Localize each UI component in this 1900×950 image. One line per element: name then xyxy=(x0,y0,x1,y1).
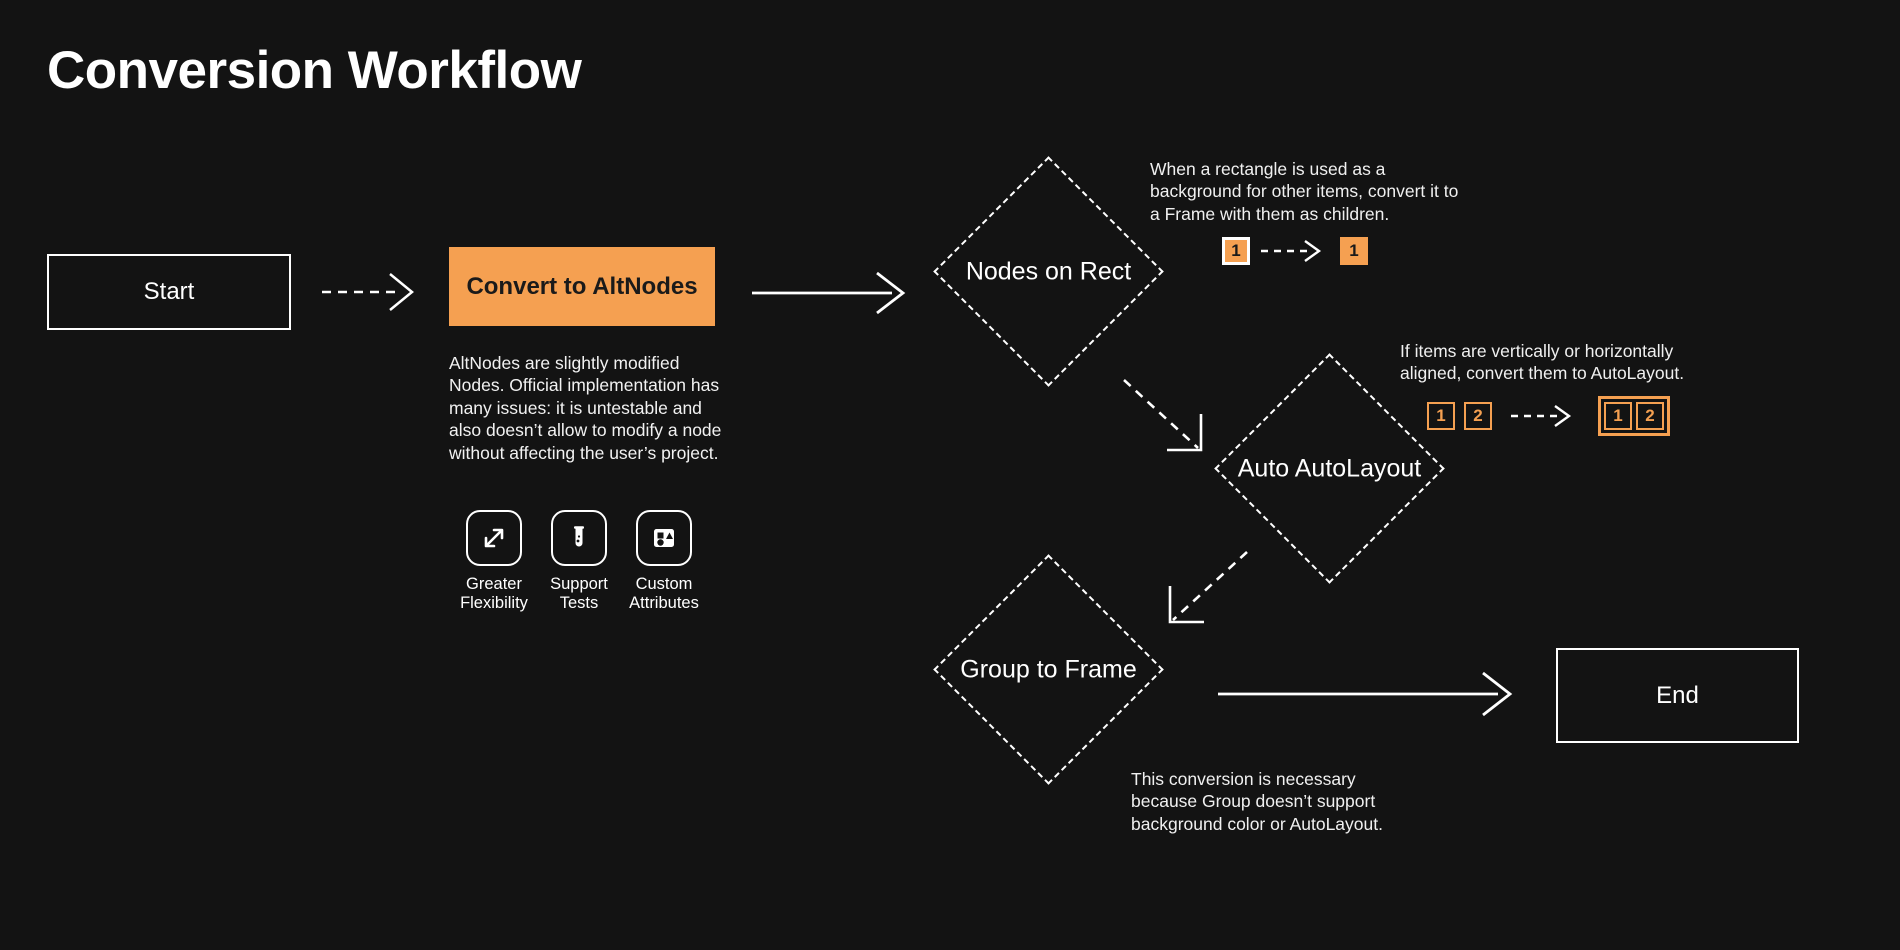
annotation-nodes-on-rect-illustration: 1 1 xyxy=(1222,237,1368,265)
shapes-frame-icon xyxy=(636,510,692,566)
feature-label-line1: Greater xyxy=(466,575,522,593)
feature-label-line2: Flexibility xyxy=(460,594,528,613)
feature-greater-flexibility[interactable]: Greater Flexibility xyxy=(455,510,533,613)
edge-nodes-on-rect-to-auto-autolayout xyxy=(1122,378,1232,470)
feature-label-line1: Support xyxy=(550,575,608,593)
chip-after-2: 2 xyxy=(1636,402,1664,430)
chip-after-1: 1 xyxy=(1340,237,1368,265)
edge-auto-autolayout-to-group-to-frame xyxy=(1142,550,1252,642)
chip-before-1: 1 xyxy=(1222,237,1250,265)
chip-after-group: 1 2 xyxy=(1598,396,1670,436)
annotation-nodes-on-rect-text: When a rectangle is used as a background… xyxy=(1150,159,1459,224)
feature-label: Support Tests xyxy=(540,575,618,613)
feature-label-line2: Tests xyxy=(559,594,599,613)
chip-transform-arrow xyxy=(1509,403,1581,429)
feature-label: Greater Flexibility xyxy=(455,575,533,613)
annotation-auto-autolayout-text: If items are vertically or horizontally … xyxy=(1400,341,1685,384)
node-start[interactable]: Start xyxy=(47,254,291,330)
feature-label-line2: Attributes xyxy=(629,594,699,613)
node-nodes-on-rect-label: Nodes on Rect xyxy=(965,257,1132,285)
expand-arrows-icon xyxy=(466,510,522,566)
node-group-to-frame-label: Group to Frame xyxy=(960,655,1137,683)
feature-label: Custom Attributes xyxy=(625,575,703,613)
node-start-label: Start xyxy=(143,278,195,305)
node-end-label: End xyxy=(1656,681,1699,709)
node-convert-label: Convert to AltNodes xyxy=(466,272,698,300)
annotation-auto-autolayout-illustration: 1 2 1 2 xyxy=(1427,396,1670,436)
chip-transform-arrow xyxy=(1259,238,1331,264)
node-auto-autolayout[interactable]: Auto AutoLayout xyxy=(1214,353,1445,584)
node-end[interactable]: End xyxy=(1556,648,1799,743)
node-convert-to-altnodes[interactable]: Convert to AltNodes xyxy=(449,247,715,326)
chip-before-2: 2 xyxy=(1464,402,1492,430)
node-nodes-on-rect[interactable]: Nodes on Rect xyxy=(933,156,1164,387)
feature-label-line1: Custom xyxy=(635,575,693,593)
feature-support-tests[interactable]: Support Tests xyxy=(540,510,618,613)
edge-group-to-frame-to-end xyxy=(1218,668,1528,728)
page-title: Conversion Workflow xyxy=(47,41,582,100)
annotation-group-to-frame-text: This conversion is necessary because Gro… xyxy=(1131,769,1383,834)
chip-after-1: 1 xyxy=(1604,402,1632,430)
node-group-to-frame[interactable]: Group to Frame xyxy=(933,554,1164,785)
node-auto-autolayout-label: Auto AutoLayout xyxy=(1237,454,1422,482)
edge-convert-to-nodes-on-rect xyxy=(752,268,912,318)
convert-description: AltNodes are slightly modified Nodes. Of… xyxy=(449,353,722,463)
test-tube-icon xyxy=(551,510,607,566)
chip-before-1: 1 xyxy=(1427,402,1455,430)
edge-start-to-convert xyxy=(322,270,422,315)
feature-custom-attributes[interactable]: Custom Attributes xyxy=(625,510,703,613)
